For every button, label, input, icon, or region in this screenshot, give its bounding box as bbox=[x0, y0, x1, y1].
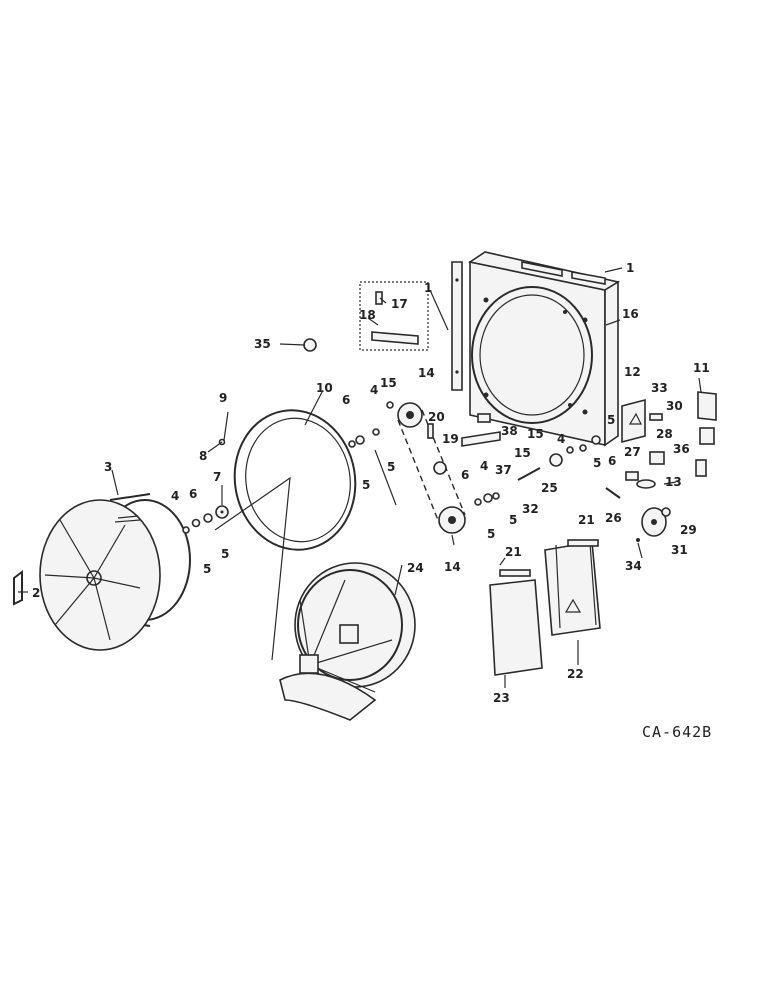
callout-7: 7 bbox=[213, 470, 221, 484]
callout-14: 14 bbox=[418, 366, 435, 380]
callout-8: 8 bbox=[199, 449, 207, 463]
callout-6: 6 bbox=[342, 393, 350, 407]
callout-20: 20 bbox=[428, 410, 445, 424]
callout-11: 11 bbox=[693, 361, 710, 375]
callout-36: 36 bbox=[673, 442, 690, 456]
radiator-shroud-frame bbox=[467, 251, 621, 447]
callout-24: 24 bbox=[407, 561, 424, 575]
callout-21: 21 bbox=[505, 545, 522, 559]
callout-35: 35 bbox=[254, 337, 271, 351]
callout-13: 13 bbox=[665, 475, 682, 489]
callout-6: 6 bbox=[461, 468, 469, 482]
callout-34: 34 bbox=[625, 559, 642, 573]
callout-4: 4 bbox=[171, 489, 179, 503]
callout-5: 5 bbox=[221, 547, 229, 561]
callout-25: 25 bbox=[541, 481, 558, 495]
callout-26: 26 bbox=[605, 511, 622, 525]
idler-pulleys bbox=[397, 402, 466, 534]
callout-labels: 1 1 2 3 4 4 4 4 5 5 5 5 5 5 5 5 6 6 6 6 … bbox=[32, 261, 710, 705]
callout-5: 5 bbox=[203, 562, 211, 576]
callout-18: 18 bbox=[359, 308, 376, 322]
callout-21: 21 bbox=[578, 513, 595, 527]
callout-33: 33 bbox=[651, 381, 668, 395]
callout-37: 37 bbox=[495, 463, 512, 477]
callout-6: 6 bbox=[608, 454, 616, 468]
callout-4: 4 bbox=[480, 459, 488, 473]
side-bar-part-1 bbox=[451, 261, 463, 391]
callout-9: 9 bbox=[219, 391, 227, 405]
callout-5: 5 bbox=[387, 460, 395, 474]
small-hardware bbox=[182, 338, 717, 542]
callout-16: 16 bbox=[622, 307, 639, 321]
callout-6: 6 bbox=[189, 487, 197, 501]
callout-4: 4 bbox=[557, 432, 565, 446]
callout-5: 5 bbox=[487, 527, 495, 541]
leader-lines bbox=[18, 267, 702, 688]
callout-2: 2 bbox=[32, 586, 40, 600]
callout-38: 38 bbox=[501, 424, 518, 438]
callout-10: 10 bbox=[316, 381, 333, 395]
callout-17: 17 bbox=[391, 297, 408, 311]
callout-5: 5 bbox=[362, 478, 370, 492]
bracket-inset-17-18 bbox=[359, 281, 429, 351]
callout-1-side: 1 bbox=[424, 281, 432, 295]
callout-1: 1 bbox=[626, 261, 634, 275]
callout-15: 15 bbox=[514, 446, 531, 460]
callout-5: 5 bbox=[593, 456, 601, 470]
cover-plates bbox=[489, 539, 601, 676]
callout-15: 15 bbox=[380, 376, 397, 390]
callout-23: 23 bbox=[493, 691, 510, 705]
callout-5: 5 bbox=[509, 513, 517, 527]
bracket-part-2 bbox=[13, 570, 23, 606]
callout-3: 3 bbox=[104, 460, 112, 474]
callout-5: 5 bbox=[607, 413, 615, 427]
fan-shroud-ring bbox=[39, 493, 191, 651]
callout-14: 14 bbox=[444, 560, 461, 574]
callout-19: 19 bbox=[442, 432, 459, 446]
callout-32: 32 bbox=[522, 502, 539, 516]
callout-22: 22 bbox=[567, 667, 584, 681]
callout-31: 31 bbox=[671, 543, 688, 557]
callout-29: 29 bbox=[680, 523, 697, 537]
callout-12: 12 bbox=[624, 365, 641, 379]
drawing-code: CA-642B bbox=[642, 723, 712, 741]
callout-27: 27 bbox=[624, 445, 641, 459]
callout-15: 15 bbox=[527, 427, 544, 441]
drive-belt bbox=[214, 409, 357, 661]
callout-30: 30 bbox=[666, 399, 683, 413]
callout-4: 4 bbox=[370, 383, 378, 397]
fan-pulley-assembly bbox=[279, 562, 416, 721]
callout-28: 28 bbox=[656, 427, 673, 441]
